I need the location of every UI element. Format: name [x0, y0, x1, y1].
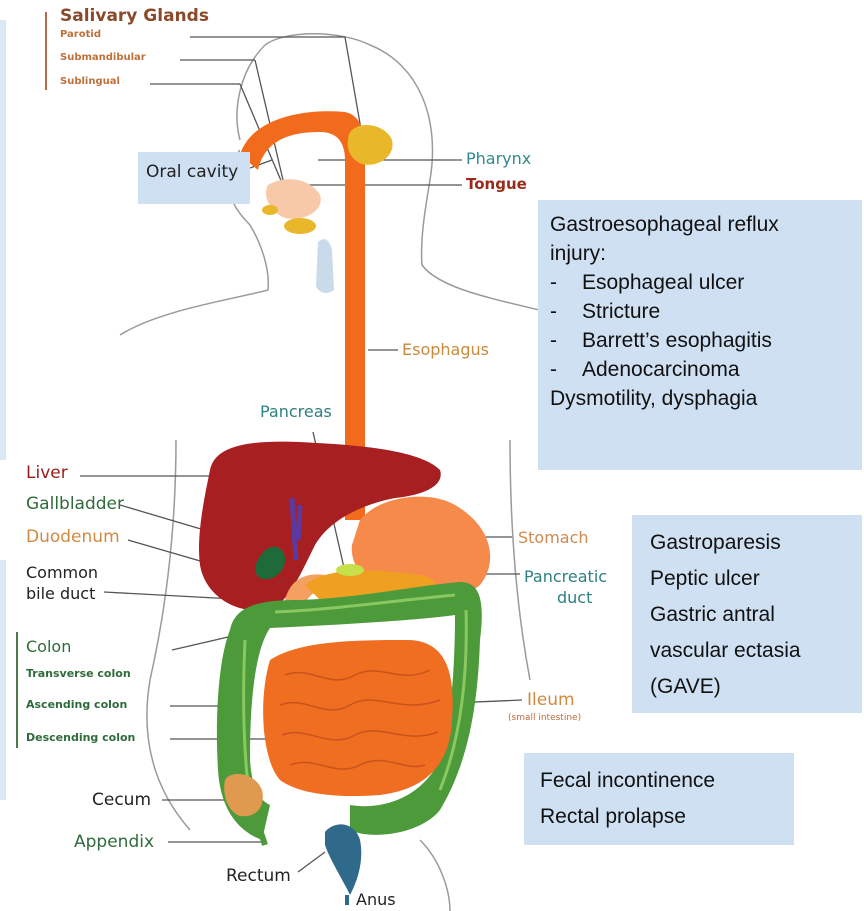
transverse-colon-label: Transverse colon [26, 667, 131, 680]
ileum-label: Ileum [527, 690, 575, 710]
oral-cavity-label: Oral cavity [146, 162, 238, 182]
larynx-shape [316, 239, 334, 293]
esophagus-box-line-last: Dysmotility, dysphagia [550, 384, 862, 413]
duodenum-label: Duodenum [26, 527, 120, 547]
list-dash: - [550, 355, 582, 384]
esophagus-item-stricture: Stricture [582, 300, 660, 323]
anus-label: Anus [356, 890, 396, 909]
liver-label: Liver [26, 463, 68, 483]
sublingual-label: Sublingual [60, 76, 120, 87]
rectum-box-line: Rectal prolapse [540, 799, 794, 835]
esophagus-box-item: -Barrett’s esophagitis [550, 326, 862, 355]
cecum-label: Cecum [92, 790, 151, 810]
esophagus-box-item: -Stricture [550, 297, 862, 326]
small-intestine-shape [263, 640, 453, 796]
stomach-box-line: (GAVE) [650, 669, 862, 705]
submandibular-label: Submandibular [60, 52, 146, 63]
esophagus-box-line1: Gastroesophageal reflux [550, 210, 862, 239]
common-bile-duct-label-1: Common [26, 563, 98, 582]
left-edge-bar-lower [0, 560, 6, 800]
esophagus-label: Esophagus [402, 340, 489, 359]
rectum-box-line: Fecal incontinence [540, 763, 794, 799]
list-dash: - [550, 297, 582, 326]
esophagus-conditions-box: Gastroesophageal reflux injury: -Esophag… [538, 200, 862, 470]
stomach-box-line: vascular ectasia [650, 633, 862, 669]
gallbladder-label: Gallbladder [26, 494, 124, 514]
esophagus-item-adenocarcinoma: Adenocarcinoma [582, 358, 740, 381]
pancreas-label: Pancreas [260, 402, 332, 421]
pharynx-label: Pharynx [466, 149, 531, 168]
parotid-gland-shape [348, 125, 393, 165]
salivary-glands-label: Salivary Glands [60, 6, 209, 26]
stomach-label: Stomach [518, 528, 589, 547]
stomach-box-line: Gastroparesis [650, 525, 862, 561]
rectum-shape [325, 824, 361, 895]
parotid-label: Parotid [60, 29, 101, 40]
left-edge-bar [0, 20, 6, 460]
pancreatic-duct-label-2: duct [557, 588, 592, 607]
appendix-label: Appendix [74, 832, 154, 852]
submandibular-gland-shape [284, 218, 316, 234]
pancreatic-duct-shape [336, 564, 364, 576]
ascending-colon-label: Ascending colon [26, 698, 127, 711]
pancreatic-duct-label-1: Pancreatic [524, 567, 607, 586]
tongue-label: Tongue [466, 175, 527, 193]
colon-bracket [16, 632, 18, 748]
small-intestine-label: (small intestine) [508, 713, 581, 723]
rectum-label: Rectum [226, 866, 291, 886]
list-dash: - [550, 326, 582, 355]
descending-colon-label: Descending colon [26, 731, 135, 744]
esophagus-box-line2: injury: [550, 239, 862, 268]
esophagus-item-barretts: Barrett’s esophagitis [582, 329, 772, 352]
esophagus-box-item: -Esophageal ulcer [550, 268, 862, 297]
list-dash: - [550, 268, 582, 297]
common-bile-duct-label-2: bile duct [26, 584, 95, 603]
rectum-conditions-box: Fecal incontinence Rectal prolapse [524, 753, 794, 845]
stomach-box-line: Gastric antral [650, 597, 862, 633]
colon-label: Colon [26, 637, 71, 656]
esophagus-item-ulcer: Esophageal ulcer [582, 271, 744, 294]
sublingual-gland-shape [262, 205, 278, 215]
stomach-box-line: Peptic ulcer [650, 561, 862, 597]
esophagus-box-item: -Adenocarcinoma [550, 355, 862, 384]
stomach-conditions-box: Gastroparesis Peptic ulcer Gastric antra… [632, 515, 862, 713]
